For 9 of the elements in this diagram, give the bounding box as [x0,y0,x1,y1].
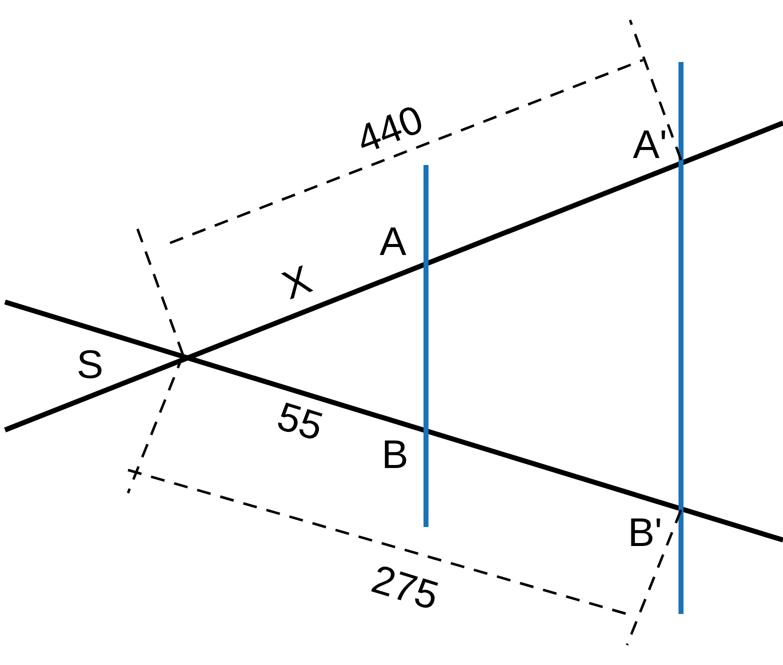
dimension-label: 440 [352,99,428,161]
dimension-label: 275 [367,559,443,617]
dimension-label: 55 [272,396,328,448]
point-label: S [76,345,104,385]
point-label: A' [632,125,668,165]
point-label: B' [628,513,662,553]
segment-label: X [277,260,317,306]
point-label: A [380,222,406,262]
point-label: B [382,435,408,475]
